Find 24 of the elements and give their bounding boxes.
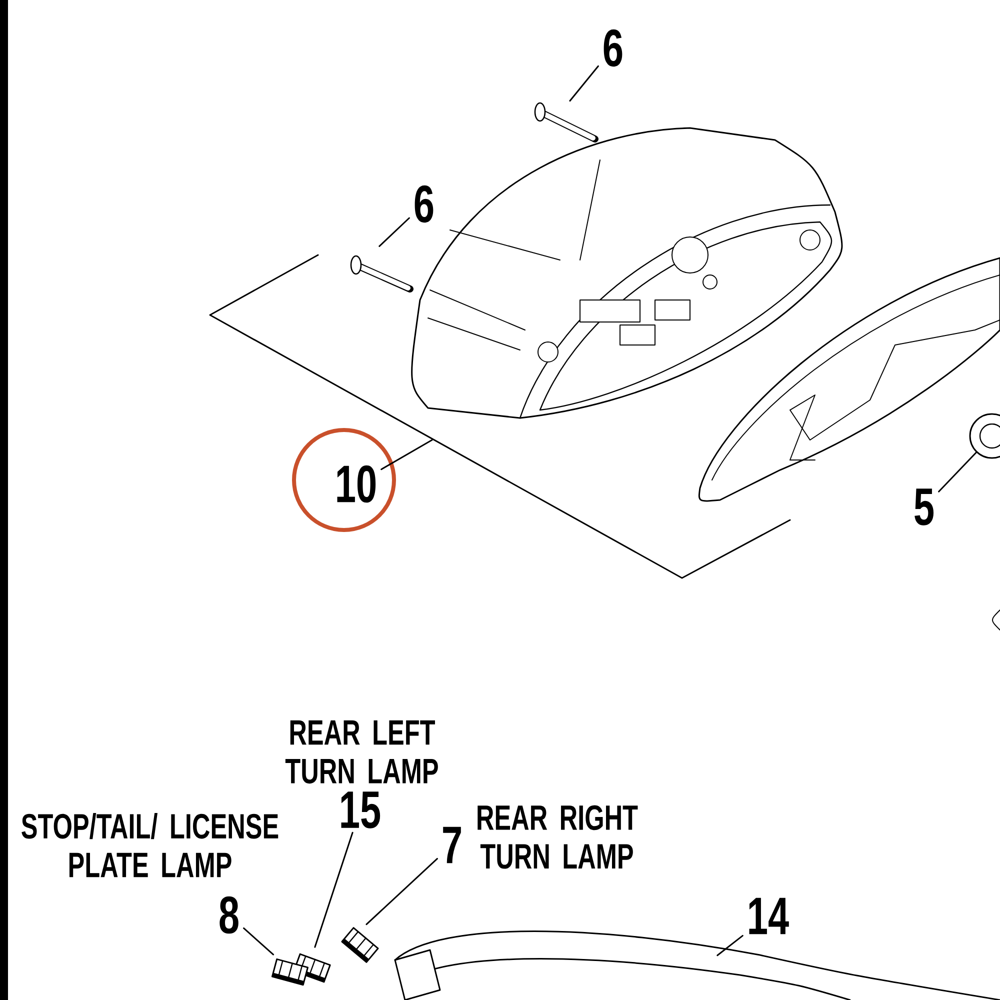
grommet-drawing (969, 413, 1000, 459)
callout-number: 10 (337, 465, 376, 503)
leader-line (380, 439, 433, 470)
pin-drawing (350, 255, 414, 292)
connector-drawing (271, 958, 309, 986)
callout-number: 6 (604, 29, 622, 67)
part-label: STOP/TAIL/ LICENSE PLATE LAMP (22, 812, 278, 878)
callout-number: 6 (414, 185, 434, 223)
callout-number: 8 (220, 896, 238, 934)
connector-drawing (341, 927, 379, 963)
callout-number: 7 (443, 826, 461, 864)
leader-line (938, 452, 978, 492)
callout-number: 15 (341, 792, 380, 828)
part-label: REAR LEFT TURN LAMP (285, 720, 438, 784)
callout-number: 14 (749, 898, 789, 934)
leader-line (243, 927, 274, 956)
leader-line (314, 832, 354, 948)
pin-drawing (534, 102, 598, 143)
leader-line (569, 65, 599, 102)
leader-line (378, 217, 410, 247)
leader-line (366, 858, 438, 926)
leader-line (716, 934, 744, 956)
callout-number: 5 (914, 488, 934, 526)
part-label: REAR RIGHT TURN LAMP (478, 805, 638, 869)
